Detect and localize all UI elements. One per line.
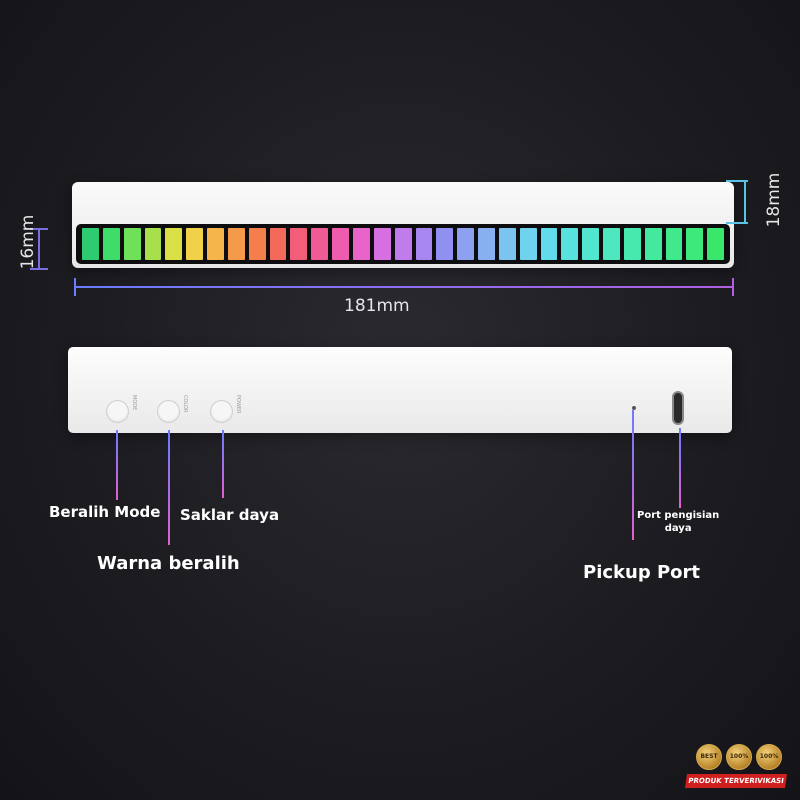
height-left-label: 16mm bbox=[18, 214, 38, 270]
power-button-label: POWER bbox=[235, 395, 241, 414]
led-segment bbox=[123, 228, 141, 260]
label-pickup-port: Pickup Port bbox=[583, 562, 701, 583]
led-segment bbox=[436, 228, 454, 260]
led-segment bbox=[144, 228, 162, 260]
dim-height-right-tick-bottom bbox=[726, 222, 748, 224]
led-segment bbox=[582, 228, 600, 260]
dim-height-right-line bbox=[744, 180, 746, 224]
height-right-label: 18mm bbox=[764, 172, 784, 228]
label-port-pengisian-line2: daya bbox=[664, 523, 692, 534]
led-segment bbox=[373, 228, 391, 260]
led-segment bbox=[519, 228, 537, 260]
label-warna-beralih: Warna beralih bbox=[97, 553, 240, 574]
led-segment bbox=[269, 228, 287, 260]
label-saklar-daya: Saklar daya bbox=[180, 506, 280, 524]
dim-width-tick-left bbox=[74, 278, 76, 296]
best-badge: BEST bbox=[696, 744, 722, 770]
dim-height-tick-bottom bbox=[30, 268, 48, 270]
led-segment bbox=[82, 228, 99, 260]
color-button[interactable] bbox=[157, 400, 180, 423]
led-segment bbox=[623, 228, 641, 260]
led-segment bbox=[394, 228, 412, 260]
callout-color-line bbox=[168, 430, 170, 545]
led-segment bbox=[603, 228, 620, 260]
led-segment bbox=[478, 228, 495, 260]
led-display bbox=[76, 224, 730, 264]
led-segment bbox=[227, 228, 245, 260]
led-segment bbox=[665, 228, 683, 260]
led-segment bbox=[540, 228, 558, 260]
dim-height-right-tick-top bbox=[726, 180, 748, 182]
led-segment bbox=[332, 228, 349, 260]
pickup-port-mic bbox=[632, 406, 636, 410]
led-segment bbox=[311, 228, 329, 260]
led-segment bbox=[186, 228, 204, 260]
width-label: 181mm bbox=[344, 296, 410, 316]
led-segment bbox=[415, 228, 433, 260]
callout-pickup-line bbox=[632, 410, 634, 540]
verified-product-banner: PRODUK TERVERIVIKASI bbox=[685, 774, 787, 788]
quality-badge-1: 100% bbox=[726, 744, 752, 770]
led-segment bbox=[457, 228, 475, 260]
led-segment bbox=[644, 228, 662, 260]
dim-height-tick-top bbox=[30, 228, 48, 230]
dim-width-tick-right bbox=[732, 278, 734, 296]
charging-port[interactable] bbox=[672, 391, 684, 425]
led-segment bbox=[165, 228, 183, 260]
label-port-pengisian: Port pengisian daya bbox=[637, 510, 719, 534]
light-bar-back: MODE COLOR POWER bbox=[68, 347, 732, 433]
mode-button[interactable] bbox=[106, 400, 129, 423]
mode-button-label: MODE bbox=[131, 395, 137, 411]
label-port-pengisian-line1: Port pengisian bbox=[637, 510, 720, 521]
led-segment bbox=[498, 228, 516, 260]
led-segment bbox=[102, 228, 120, 260]
led-segment bbox=[707, 228, 725, 260]
callout-mode-line bbox=[116, 430, 118, 500]
dim-height-line bbox=[38, 228, 40, 270]
led-segment bbox=[352, 228, 370, 260]
power-button[interactable] bbox=[210, 400, 233, 423]
color-button-label: COLOR bbox=[182, 395, 188, 413]
label-beralih-mode: Beralih Mode bbox=[49, 503, 161, 521]
led-segment bbox=[207, 228, 224, 260]
callout-charging-line bbox=[679, 428, 681, 508]
dim-width-line bbox=[74, 286, 734, 288]
led-segment bbox=[290, 228, 308, 260]
led-segment bbox=[561, 228, 579, 260]
light-bar-front bbox=[72, 182, 734, 268]
callout-power-line bbox=[222, 430, 224, 498]
quality-badge-2: 100% bbox=[756, 744, 782, 770]
led-segment bbox=[248, 228, 266, 260]
led-row bbox=[82, 228, 725, 260]
led-segment bbox=[686, 228, 704, 260]
